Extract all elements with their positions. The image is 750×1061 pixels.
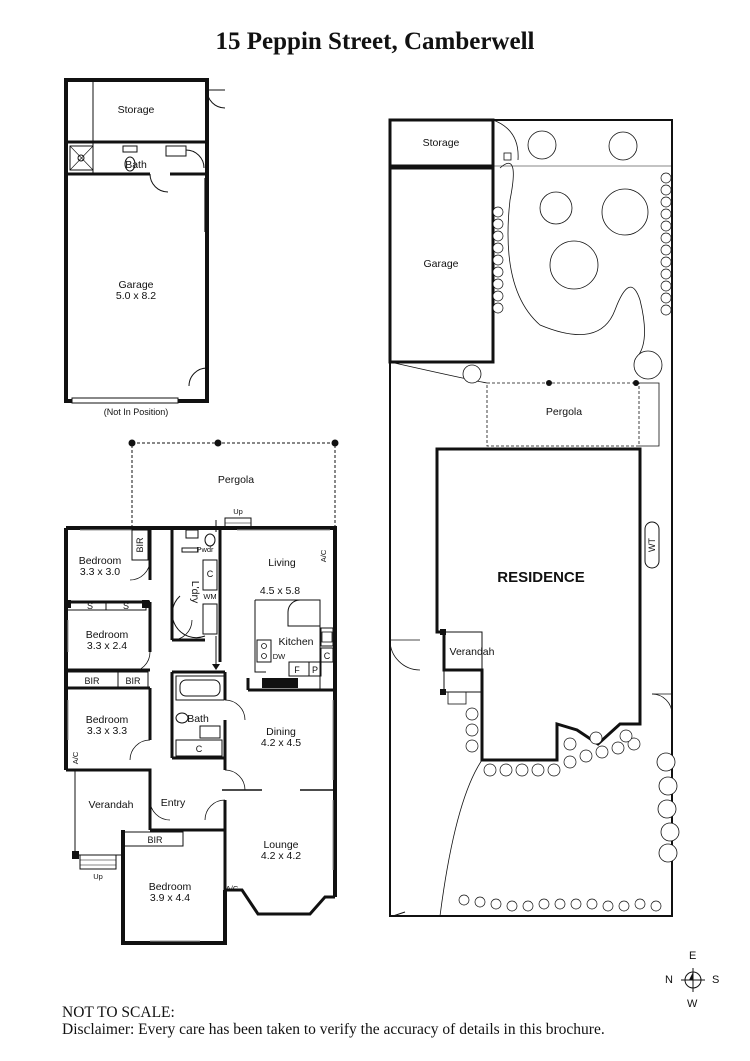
up-top-label: Up	[233, 507, 243, 516]
kitchen-label: Kitchen	[278, 636, 313, 648]
ac1-label: A/C	[319, 549, 328, 562]
entry-label: Entry	[161, 797, 186, 809]
bir2-label: BIR	[84, 676, 100, 686]
bedroom2-label: Bedroom	[86, 629, 129, 641]
bir1-label: BIR	[135, 537, 145, 553]
compass-e: E	[689, 950, 697, 962]
water-tank-label: WT	[647, 538, 657, 552]
bath-cupboard-label: C	[196, 744, 203, 754]
bedroom1-size: 3.3 x 3.0	[80, 566, 120, 578]
not-to-scale: NOT TO SCALE:	[62, 1004, 175, 1021]
bedroom3-size: 3.3 x 3.3	[87, 725, 127, 737]
s1-label: S	[87, 601, 93, 611]
bedroom4-label: Bedroom	[149, 881, 192, 893]
pantry-label: P	[312, 665, 318, 675]
residence-label: RESIDENCE	[497, 569, 585, 586]
laundry-label: L'dry	[189, 581, 201, 604]
site-storage-label: Storage	[423, 137, 460, 149]
living-size: 4.5 x 5.8	[260, 585, 300, 597]
ac2-label: A/C	[71, 751, 80, 764]
storage-label: Storage	[118, 104, 155, 116]
house-posts	[64, 439, 339, 859]
dining-size: 4.2 x 4.5	[261, 737, 301, 749]
bath-label: Bath	[125, 159, 147, 171]
house-walls	[64, 442, 337, 945]
compass: E N S W	[665, 950, 721, 1014]
bir4-label: BIR	[147, 835, 163, 845]
compass-s: S	[712, 974, 720, 986]
wm-label: WM	[203, 592, 216, 601]
site-garage-label: Garage	[423, 258, 458, 270]
door-note: (Not In Position)	[104, 407, 169, 417]
pergola-label: Pergola	[218, 474, 254, 486]
s2-label: S	[123, 601, 129, 611]
lounge-size: 4.2 x 4.2	[261, 850, 301, 862]
disclaimer: Disclaimer: Every care has been taken to…	[62, 1021, 605, 1038]
page-title: 15 Peppin Street, Camberwell	[215, 28, 535, 55]
ac3-label: A/C	[226, 884, 239, 893]
garage-building	[64, 78, 226, 404]
hedges	[458, 172, 672, 912]
floor-plan: Storage Bath Garage 5.0 x 8.2 (Not In Po…	[64, 78, 680, 945]
bir3-label: BIR	[125, 676, 141, 686]
fridge-label: F	[294, 665, 300, 675]
lounge-label: Lounge	[263, 839, 298, 851]
kitchen-cupboard-label: C	[324, 651, 331, 661]
garage-label: Garage	[118, 279, 153, 291]
bedroom3-label: Bedroom	[86, 714, 129, 726]
bath-label: Bath	[187, 713, 209, 725]
site-pergola-label: Pergola	[546, 406, 582, 418]
trees	[462, 130, 680, 863]
compass-icon	[681, 968, 705, 992]
dw-label: DW	[273, 652, 286, 661]
powder-label: Pwdr	[196, 545, 214, 554]
laundry-cupboard-label: C	[207, 569, 214, 579]
garage-size: 5.0 x 8.2	[116, 290, 156, 302]
bedroom1-label: Bedroom	[79, 555, 122, 567]
compass-w: W	[687, 998, 698, 1010]
compass-n: N	[665, 974, 673, 986]
bedroom2-size: 3.3 x 2.4	[87, 640, 127, 652]
site-boundary	[388, 118, 673, 917]
up-bottom-label: Up	[93, 872, 103, 881]
site-posts	[440, 380, 639, 695]
living-label: Living	[268, 557, 296, 569]
verandah-label: Verandah	[89, 799, 134, 811]
footer: NOT TO SCALE: Disclaimer: Every care has…	[62, 1004, 605, 1038]
site-verandah-label: Verandah	[450, 646, 495, 658]
bedroom4-size: 3.9 x 4.4	[150, 892, 190, 904]
dining-label: Dining	[266, 726, 296, 738]
